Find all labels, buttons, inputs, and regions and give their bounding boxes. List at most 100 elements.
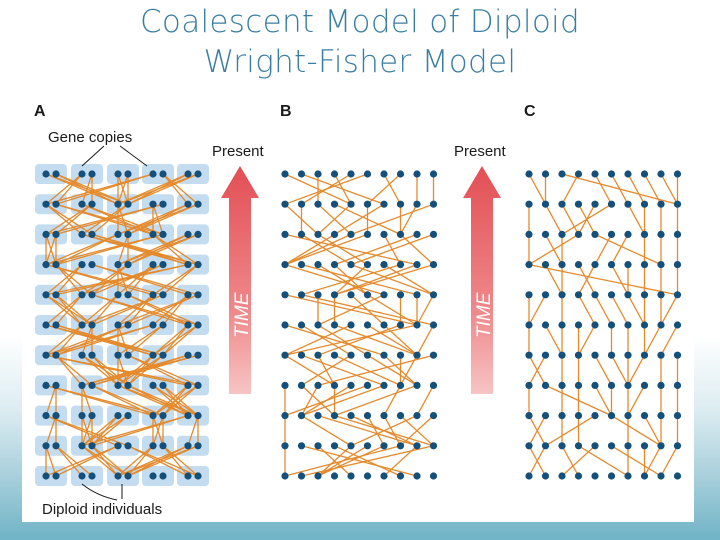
lineage-line	[284, 354, 335, 386]
lineage-line	[117, 233, 199, 266]
lineage-line	[561, 203, 580, 235]
diploid-individual-box	[71, 164, 103, 184]
gene-copy-dot	[558, 472, 566, 480]
gene-copy-dot	[429, 351, 438, 359]
lineage-line	[81, 173, 93, 205]
panel-b-haploid-grid	[281, 170, 438, 480]
gene-copy-dot	[347, 170, 355, 178]
gene-copy-dot	[52, 381, 60, 389]
lineage-line	[81, 294, 119, 326]
lineage-line	[162, 173, 189, 205]
gene-copy-dot	[124, 291, 132, 299]
gene-copy-dot	[194, 351, 202, 359]
gene-copy-dot	[673, 381, 682, 389]
gene-copy-dot	[297, 291, 306, 299]
gene-copy-dot	[149, 321, 157, 329]
lineage-line	[399, 203, 418, 235]
gene-copy-dot	[78, 472, 86, 480]
gene-copy-dot	[558, 170, 566, 178]
gene-copy-dot	[591, 442, 599, 450]
gene-copy-dot	[624, 321, 632, 329]
lineage-line	[528, 445, 547, 477]
lineage-line	[117, 203, 199, 236]
lineage-line	[610, 264, 629, 296]
panel-a-diploid-grid	[35, 145, 209, 501]
gene-copy-dot	[574, 381, 583, 389]
gene-copy-dot	[124, 412, 132, 420]
gene-copy-dot	[657, 170, 665, 178]
lineage-line	[91, 263, 199, 296]
gene-copy-dot	[124, 170, 132, 178]
slide-title-line-2: Wright-Fisher Model	[203, 44, 517, 80]
gene-copy-dot	[124, 472, 132, 480]
gene-copy-dot	[281, 200, 289, 208]
diploid-individual-box	[107, 284, 139, 305]
diploid-individual-box	[142, 466, 174, 486]
lineage-line	[45, 173, 83, 205]
diploid-individual-box	[107, 164, 139, 184]
lineage-line	[627, 203, 646, 235]
gene-copy-dot	[297, 381, 306, 389]
gene-copy-dot	[88, 381, 96, 389]
gene-copy-dot	[640, 291, 649, 299]
lineage-line	[152, 233, 189, 266]
gene-copies-pointer	[81, 145, 105, 167]
lineage-line	[117, 445, 199, 477]
present-label-left: Present	[212, 143, 265, 160]
gene-copy-dot	[607, 321, 616, 329]
gene-copy-dot	[42, 230, 50, 238]
gene-copy-dot	[184, 170, 192, 178]
lineage-line	[643, 445, 662, 477]
lineage-line	[594, 385, 613, 416]
diploid-individual-box	[35, 435, 67, 456]
gene-copy-dot	[78, 381, 86, 389]
lineage-line	[284, 445, 401, 477]
lineage-line	[127, 294, 199, 326]
lineage-line	[45, 264, 83, 296]
lineage-line	[152, 415, 164, 447]
lineage-line	[127, 445, 199, 477]
lineage-line	[55, 263, 189, 296]
gene-copy-dot	[52, 230, 60, 238]
lineage-line	[81, 415, 119, 447]
gene-copy-dot	[429, 381, 438, 389]
gene-copy-dot	[396, 170, 405, 178]
gene-copy-dot	[673, 291, 682, 299]
lineage-line	[55, 324, 154, 356]
gene-copy-dot	[314, 170, 322, 178]
gene-copy-dot	[591, 261, 599, 269]
gene-copy-dot	[194, 321, 202, 329]
gene-copy-dot	[42, 170, 50, 178]
panel-label-b: B	[280, 103, 292, 120]
gene-copy-dot	[52, 472, 60, 480]
lineage-line	[91, 384, 154, 417]
lineage-line	[45, 203, 93, 235]
gene-copy-dot	[363, 291, 372, 299]
gene-copy-dot	[363, 321, 372, 329]
gene-copy-dot	[591, 351, 599, 359]
gene-copy-dot	[558, 230, 566, 238]
gene-copy-dot	[657, 351, 665, 359]
lineage-line	[301, 445, 418, 477]
gene-copy-dot	[673, 351, 682, 359]
lineage-line	[152, 264, 199, 296]
gene-copy-dot	[525, 351, 533, 359]
gene-copy-dot	[78, 351, 86, 359]
gene-copy-dot	[184, 442, 192, 450]
gene-copy-dot	[42, 321, 50, 329]
lineage-line	[610, 173, 629, 205]
lineage-line	[544, 264, 563, 296]
coalescent-figure: A B C Gene copies Diploid individuals Pr…	[22, 94, 694, 522]
lineage-line	[45, 234, 57, 265]
lineage-line	[81, 415, 129, 447]
gene-copy-dot	[624, 442, 632, 450]
lineage-line	[45, 385, 57, 416]
lineage-line	[317, 445, 385, 477]
gene-copy-dot	[149, 472, 157, 480]
gene-copy-dot	[149, 170, 157, 178]
lineage-line	[334, 354, 401, 386]
gene-copy-dot	[380, 472, 388, 480]
gene-copy-dot	[297, 472, 306, 480]
lineage-line	[594, 234, 613, 265]
gene-copy-dot	[42, 412, 50, 420]
